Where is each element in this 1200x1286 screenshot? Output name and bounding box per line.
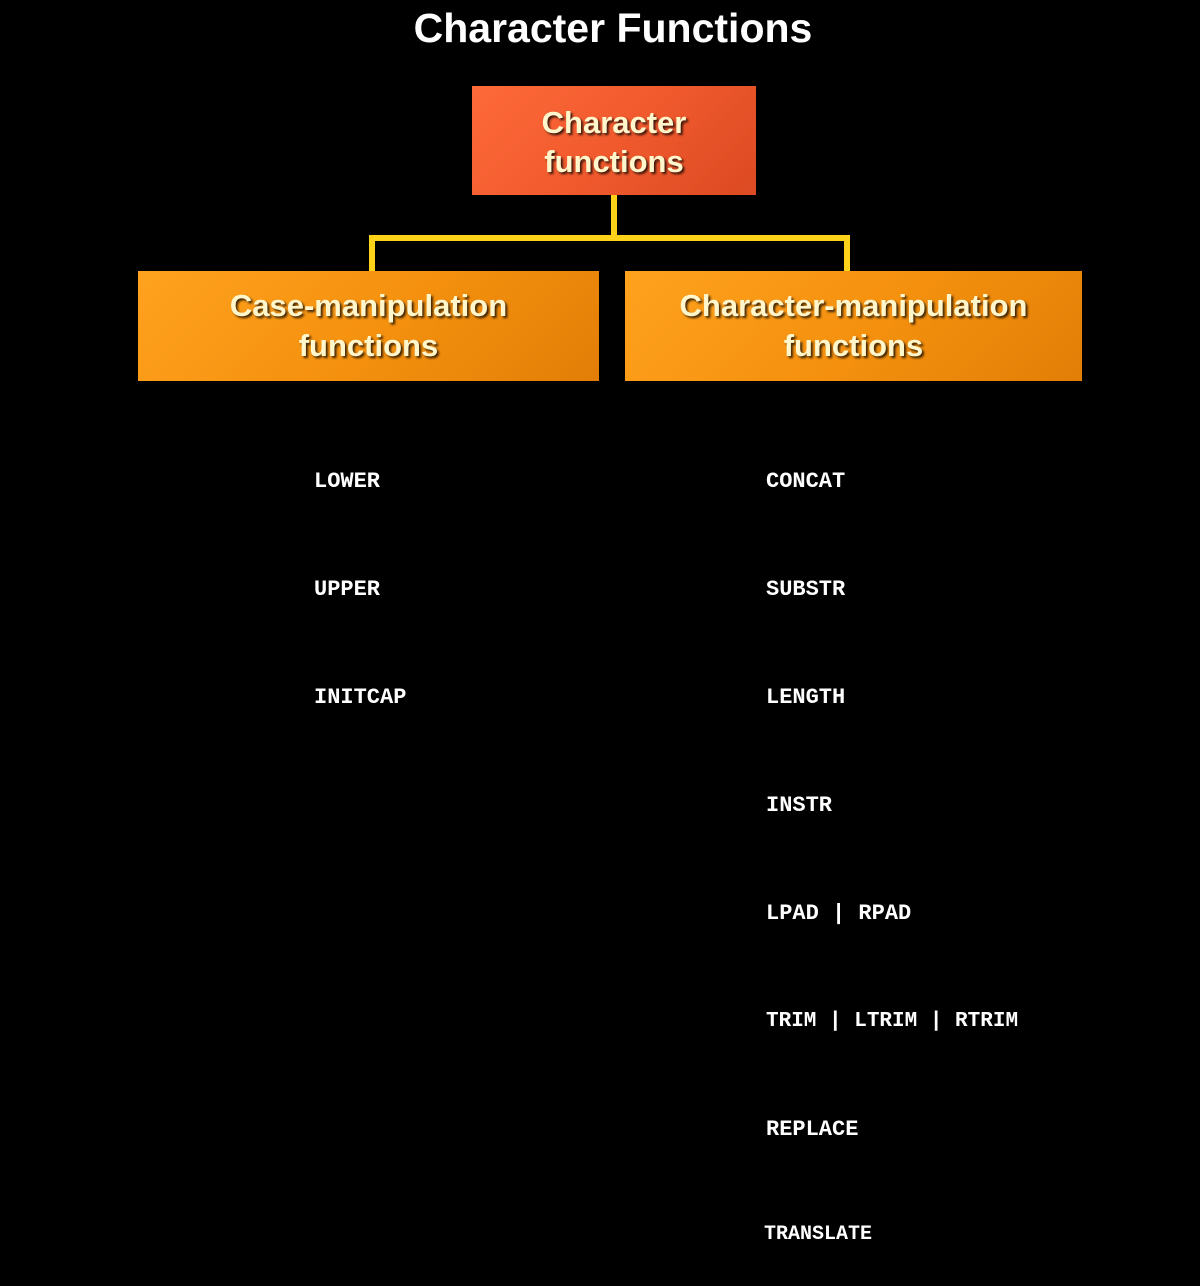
function-translate: TRANSLATE <box>764 1223 873 1246</box>
character-manipulation-label: Character-manipulation functions <box>679 288 1028 363</box>
function-length: LENGTH <box>766 685 846 710</box>
case-manipulation-function-list: LOWER UPPER INITCAP <box>314 392 406 752</box>
root-node-label: Character functions <box>541 104 687 179</box>
node-case-manipulation-functions: Case-manipulation functions <box>138 271 599 381</box>
function-lower: LOWER <box>314 469 381 494</box>
case-manipulation-label: Case-manipulation functions <box>229 288 508 363</box>
character-manipulation-function-list: CONCAT SUBSTR LENGTH INSTR LPAD | RPAD T… <box>764 392 1019 1286</box>
page-title: Character Functions <box>413 5 813 51</box>
function-upper: UPPER <box>314 577 381 602</box>
function-initcap: INITCAP <box>314 685 407 710</box>
function-substr: SUBSTR <box>766 577 846 602</box>
root-node-character-functions: Character functions <box>472 86 756 195</box>
function-lpad-rpad: LPAD | RPAD <box>766 901 912 926</box>
function-concat: CONCAT <box>766 469 846 494</box>
node-character-manipulation-functions: Character-manipulation functions <box>625 271 1082 381</box>
function-replace: REPLACE <box>766 1117 859 1142</box>
function-instr: INSTR <box>766 793 833 818</box>
function-trim-ltrim-rtrim: TRIM | LTRIM | RTRIM <box>766 1010 1019 1033</box>
